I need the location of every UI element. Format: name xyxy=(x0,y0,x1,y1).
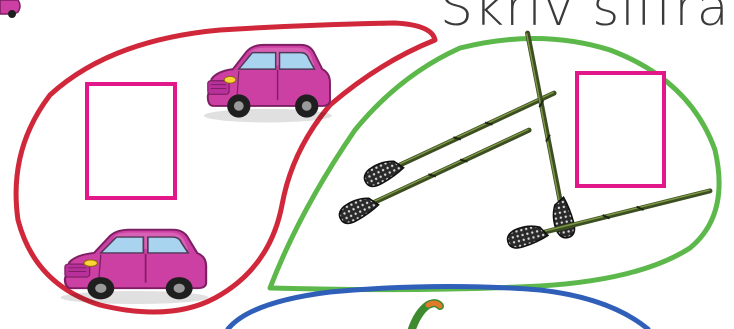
answer-box-cars[interactable] xyxy=(87,84,175,198)
partial-item-icon xyxy=(412,303,440,329)
cropped-car-icon xyxy=(0,0,20,18)
floorball-stick-icon xyxy=(361,84,558,189)
pink-car-icon xyxy=(204,45,332,123)
answer-box-sticks[interactable] xyxy=(577,73,664,186)
floorball-stick-icon xyxy=(505,181,712,250)
pink-car-icon xyxy=(60,230,208,304)
floorball-stick-icon xyxy=(518,31,577,239)
